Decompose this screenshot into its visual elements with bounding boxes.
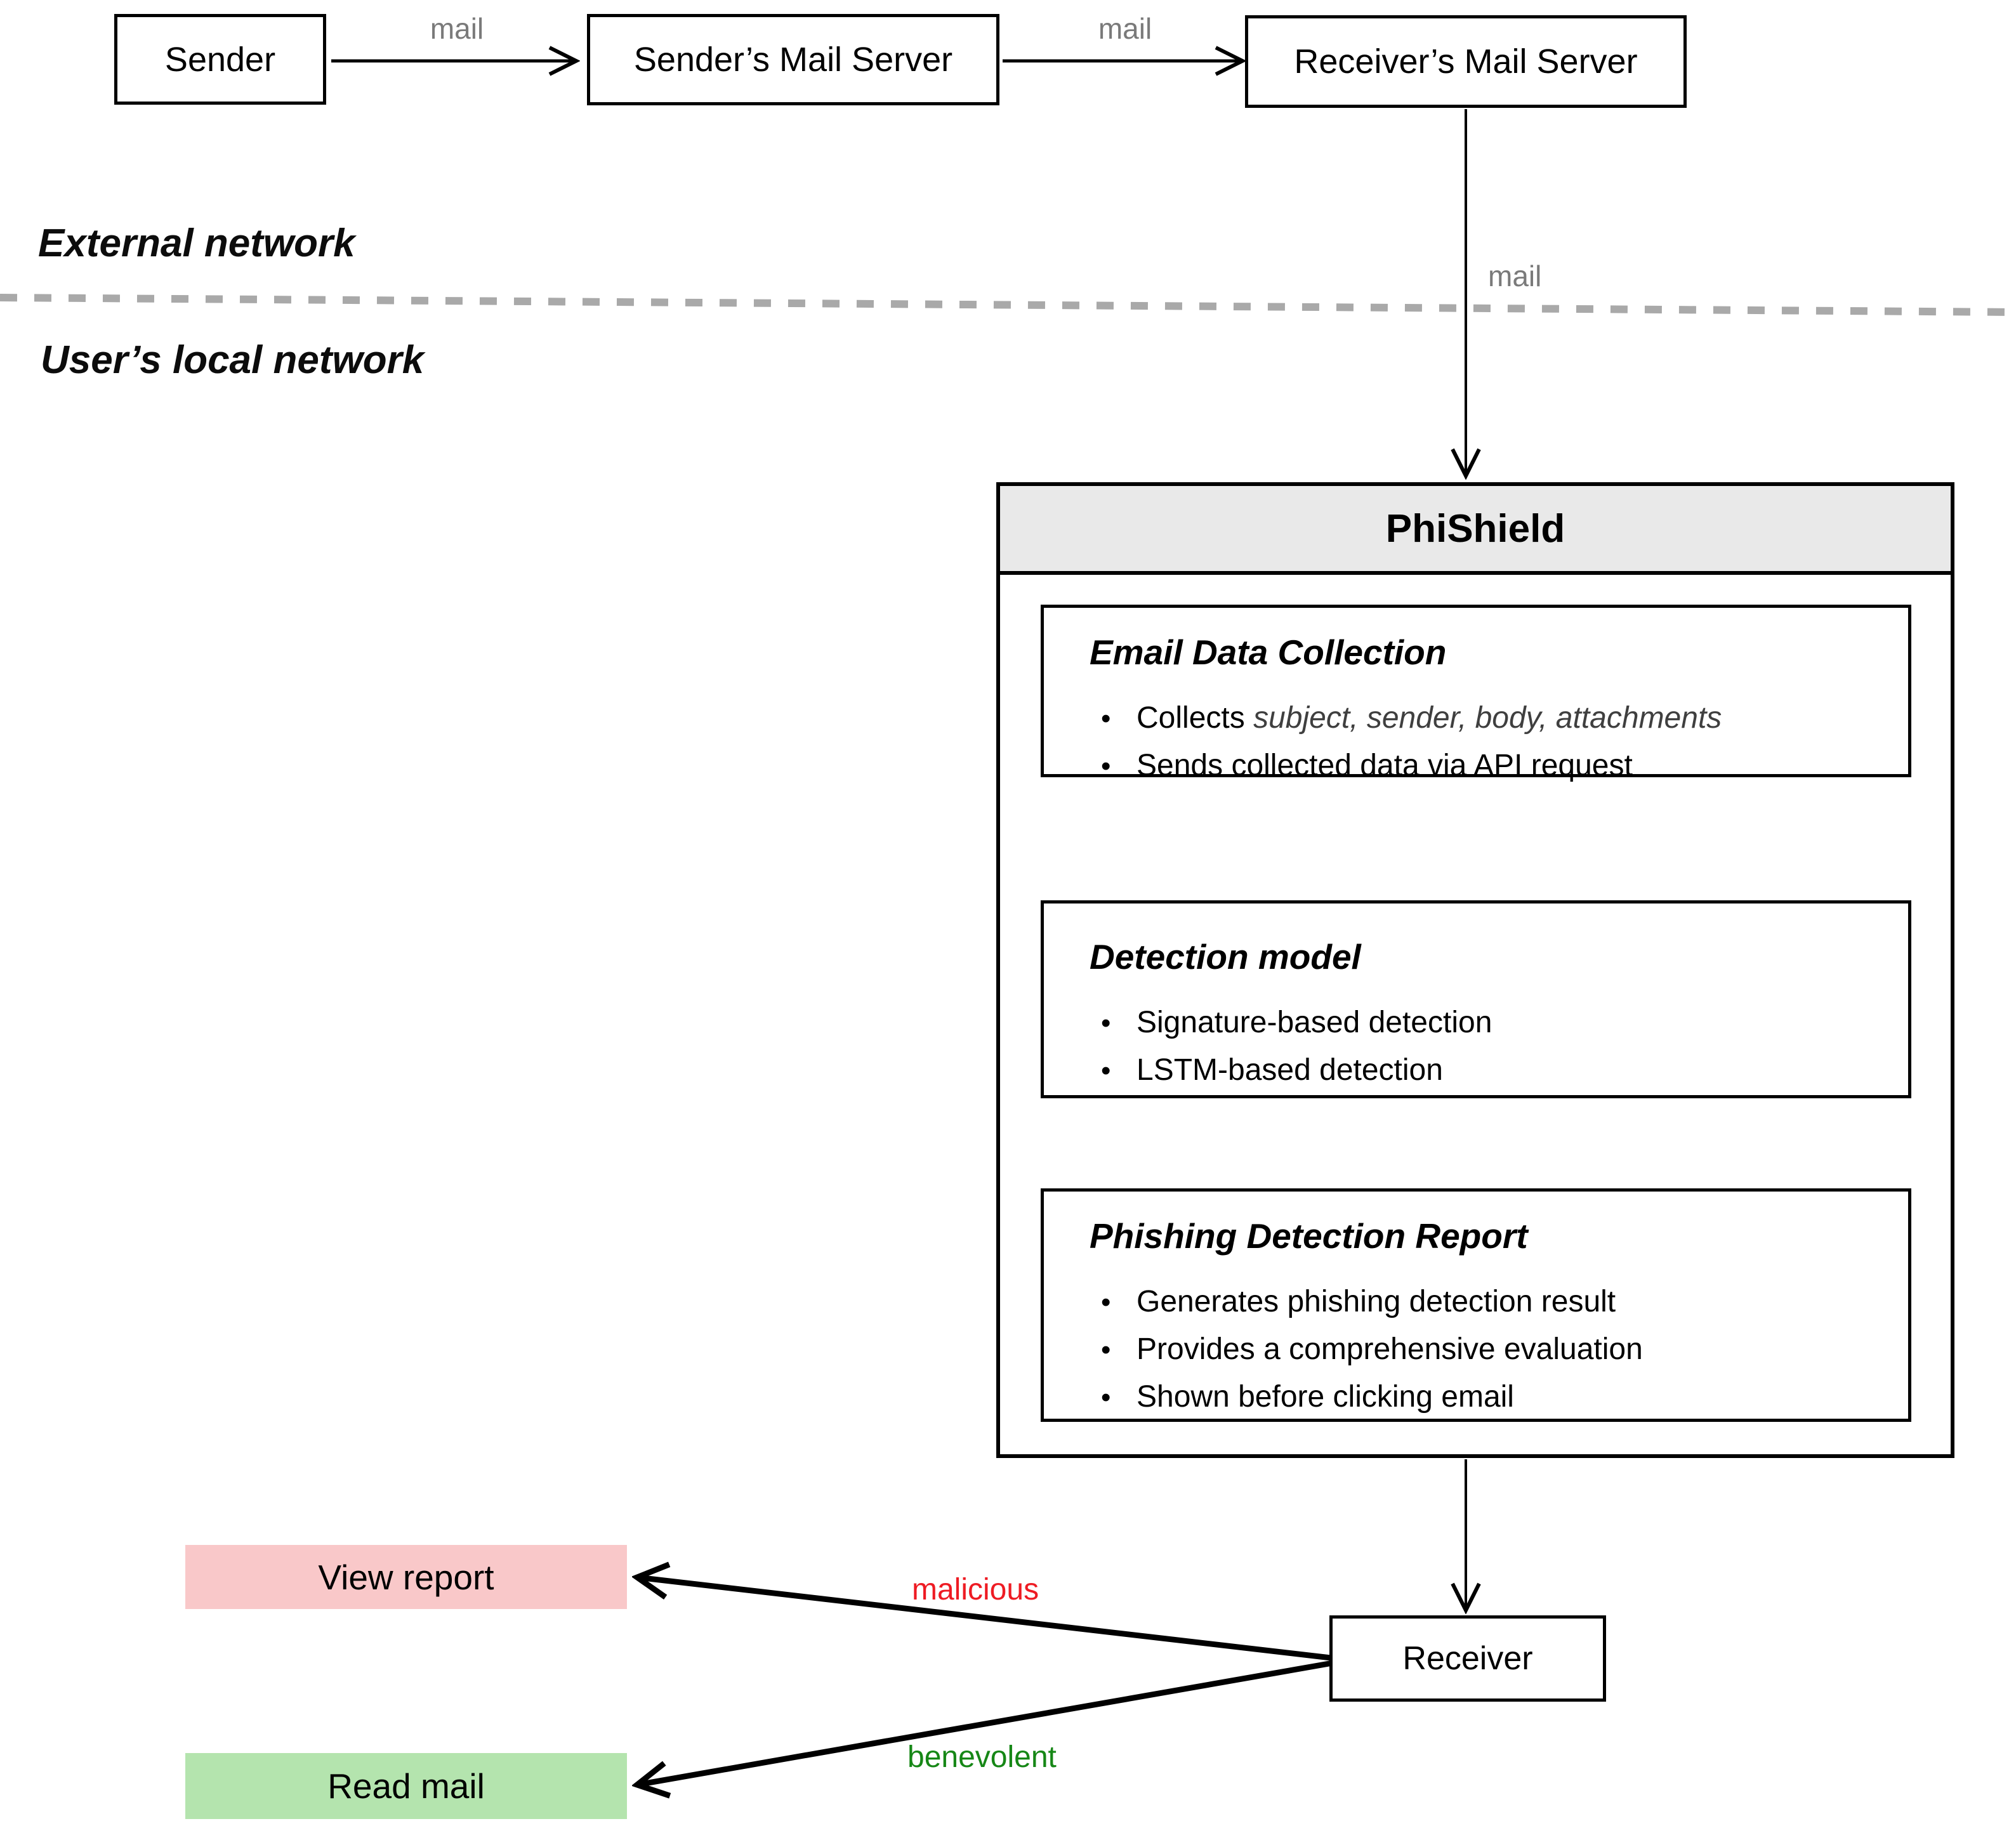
mail-label-3: mail bbox=[1488, 260, 1542, 292]
read-mail-label: Read mail bbox=[327, 1766, 485, 1806]
phishield-title: PhiShield bbox=[1385, 506, 1565, 551]
detection-model-title: Detection model bbox=[1090, 937, 1361, 976]
list-item: Signature-based detection bbox=[1101, 1005, 1883, 1040]
senders-mail-server-box: Sender’s Mail Server bbox=[587, 14, 999, 105]
phishing-detection-report-bullets: Generates phishing detection result Prov… bbox=[1101, 1284, 1883, 1414]
malicious-label: malicious bbox=[912, 1573, 1039, 1606]
bullet-text: Shown before clicking email bbox=[1136, 1380, 1514, 1414]
receivers-mail-server-label: Receiver’s Mail Server bbox=[1294, 43, 1638, 81]
list-item: Shown before clicking email bbox=[1101, 1379, 1883, 1414]
read-mail-box: Read mail bbox=[185, 1753, 627, 1819]
mail-label-1: mail bbox=[430, 12, 484, 45]
receiver-box: Receiver bbox=[1329, 1615, 1606, 1702]
list-item: Generates phishing detection result bbox=[1101, 1284, 1883, 1319]
senders-mail-server-label: Sender’s Mail Server bbox=[633, 41, 953, 79]
network-divider-dashed-line bbox=[0, 294, 2016, 316]
view-report-box: View report bbox=[185, 1545, 627, 1609]
bullet-text: Sends collected data via API request bbox=[1136, 749, 1633, 782]
phishield-header: PhiShield bbox=[1000, 486, 1951, 575]
edge-receiver-to-read-mail bbox=[637, 1659, 1337, 1785]
external-network-label: External network bbox=[38, 221, 355, 265]
phishing-detection-report-box: Phishing Detection Report Generates phis… bbox=[1041, 1188, 1911, 1422]
mail-label-2: mail bbox=[1098, 12, 1152, 45]
bullet-text: Provides a comprehensive evaluation bbox=[1136, 1332, 1643, 1366]
detection-model-box: Detection model Signature-based detectio… bbox=[1041, 900, 1911, 1098]
view-report-label: View report bbox=[318, 1557, 494, 1597]
bullet-text: Generates phishing detection result bbox=[1136, 1285, 1616, 1318]
bullet-text-italic: subject, sender, body, attachments bbox=[1253, 701, 1722, 735]
email-data-collection-bullets: Collects subject, sender, body, attachme… bbox=[1101, 700, 1883, 783]
email-data-collection-title: Email Data Collection bbox=[1090, 633, 1447, 672]
benevolent-label: benevolent bbox=[907, 1740, 1057, 1774]
local-network-label: User’s local network bbox=[41, 338, 425, 382]
receiver-label: Receiver bbox=[1402, 1640, 1533, 1677]
sender-label: Sender bbox=[164, 40, 276, 79]
list-item: LSTM-based detection bbox=[1101, 1053, 1883, 1087]
bullet-text: Signature-based detection bbox=[1136, 1006, 1492, 1039]
bullet-text: Collects bbox=[1136, 701, 1254, 735]
phishing-detection-report-title: Phishing Detection Report bbox=[1090, 1216, 1528, 1256]
list-item: Sends collected data via API request bbox=[1101, 748, 1883, 783]
receivers-mail-server-box: Receiver’s Mail Server bbox=[1245, 15, 1687, 108]
sender-box: Sender bbox=[114, 14, 326, 105]
edge-receiver-to-view-report bbox=[637, 1577, 1337, 1662]
email-data-collection-box: Email Data Collection Collects subject, … bbox=[1041, 605, 1911, 782]
list-item: Collects subject, sender, body, attachme… bbox=[1101, 700, 1883, 735]
detection-model-bullets: Signature-based detection LSTM-based det… bbox=[1101, 1005, 1883, 1087]
bullet-text: LSTM-based detection bbox=[1136, 1053, 1443, 1087]
list-item: Provides a comprehensive evaluation bbox=[1101, 1332, 1883, 1367]
